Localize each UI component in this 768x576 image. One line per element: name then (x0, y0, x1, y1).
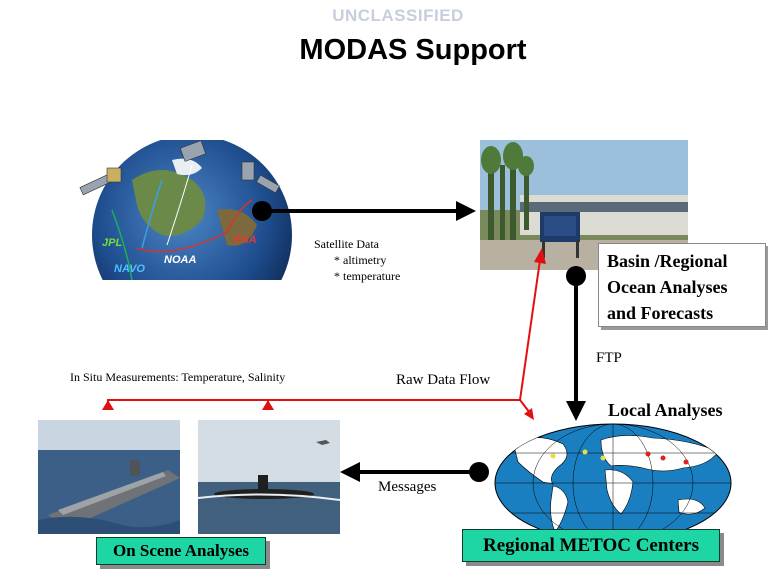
on-scene-analyses-label: On Scene Analyses (96, 537, 266, 565)
raw-data-flow-label: Raw Data Flow (396, 372, 491, 388)
submarine-photo (198, 420, 340, 534)
classification-banner: UNCLASSIFIED (332, 6, 464, 25)
agency-jpl: JPL (102, 237, 122, 249)
agency-navo: NAVO (114, 263, 145, 275)
basin-line-3: and Forecasts (607, 303, 714, 323)
regional-metoc-centers-label: Regional METOC Centers (462, 529, 720, 562)
ftp-arrow (566, 266, 586, 421)
agency-esa: ESA (234, 234, 257, 246)
satellite-data-caption: Satellite Data * altimetry * temperature (314, 236, 400, 284)
in-situ-label: In Situ Measurements: Temperature, Salin… (70, 370, 286, 384)
basin-line-2: Ocean Analyses (607, 277, 728, 297)
satellite-earth-image: JPL NAVO NOAA ESA (52, 140, 292, 280)
messages-arrow (340, 462, 489, 482)
local-analyses-label: Local Analyses (608, 400, 723, 420)
ftp-label: FTP (596, 350, 622, 366)
agency-noaa: NOAA (164, 254, 196, 266)
page-title: MODAS Support (299, 34, 527, 66)
basin-line-1: Basin /Regional (607, 251, 728, 271)
satellite-to-basin-arrow (252, 201, 476, 221)
caption-altimetry: * altimetry (334, 253, 387, 267)
basin-regional-box: Basin /Regional Ocean Analyses and Forec… (598, 243, 766, 327)
raw-data-arrowheads (102, 248, 546, 420)
satellite-data-title: Satellite Data (314, 237, 379, 251)
aircraft-carrier-photo (38, 420, 180, 534)
messages-label: Messages (378, 479, 437, 495)
world-map (493, 422, 733, 544)
caption-temperature: * temperature (334, 269, 401, 283)
